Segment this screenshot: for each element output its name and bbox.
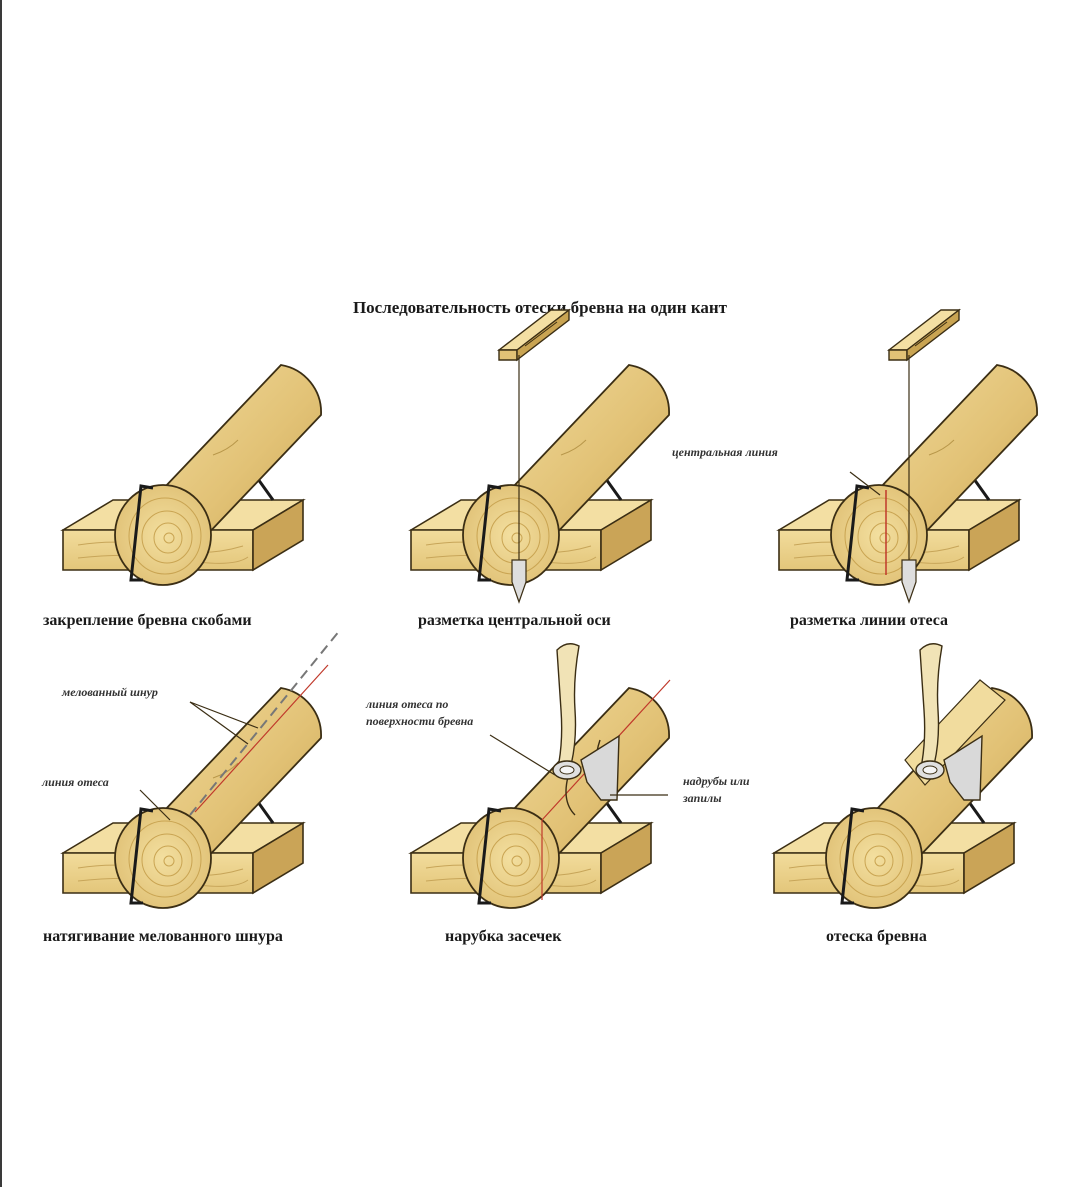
annotation-notches: надрубы или запилы bbox=[683, 773, 750, 807]
step-4-illustration bbox=[61, 629, 341, 910]
annotation-hew-line-surface: линия отеса по поверхности бревна bbox=[366, 696, 473, 730]
annotation-hew-line-surface-line2: поверхности бревна bbox=[366, 714, 474, 728]
step-3-illustration bbox=[777, 309, 1039, 603]
caption-step-6: отеска бревна bbox=[826, 928, 927, 945]
step-1-illustration bbox=[61, 363, 323, 587]
diagram-title: Последовательность отески бревна на один… bbox=[352, 298, 728, 317]
step-6-illustration bbox=[772, 643, 1034, 910]
caption-step-2: разметка центральной оси bbox=[418, 612, 611, 629]
step-5-illustration bbox=[409, 643, 671, 910]
annotation-central-line: центральная линия bbox=[672, 445, 778, 459]
step-2-illustration bbox=[409, 309, 671, 603]
caption-step-4: натягивание мелованного шнура bbox=[43, 928, 283, 945]
annotation-chalk-cord: мелованный шнур bbox=[62, 685, 158, 699]
annotation-notches-line2: запилы bbox=[683, 791, 722, 805]
caption-step-3: разметка линии отеса bbox=[790, 612, 949, 629]
caption-step-5: нарубка засечек bbox=[445, 928, 562, 945]
left-border bbox=[0, 0, 2, 1187]
annotation-hew-line-surface-line1: линия отеса по bbox=[366, 697, 449, 711]
annotation-notches-line1: надрубы или bbox=[683, 774, 750, 788]
annotation-hew-line: линия отеса bbox=[42, 775, 109, 789]
caption-step-1: закрепление бревна скобами bbox=[43, 612, 252, 629]
